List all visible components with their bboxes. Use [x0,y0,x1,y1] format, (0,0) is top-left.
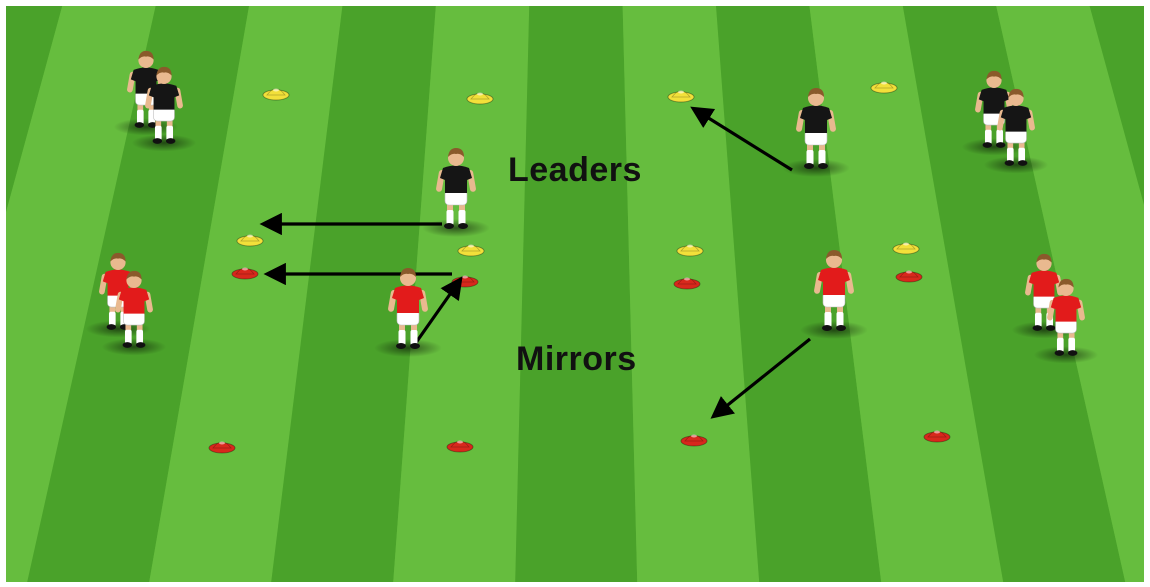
player-shadow [422,219,490,237]
red-cone-icon [895,270,923,283]
red-cone-icon [680,434,708,447]
cones [208,81,951,454]
player-shadow [782,159,850,177]
player-shadow [374,339,442,357]
grass-stripe [622,6,760,582]
leader-waiting-player [997,88,1035,166]
yellow-cone-icon [457,244,485,257]
grass-stripe [6,6,156,582]
player-shadow [1033,346,1099,364]
yellow-cone-icon [870,81,898,94]
red-cone-icon [923,430,951,443]
yellow-cone-icon [667,90,695,103]
arrow-icon [710,337,812,419]
player-shadow [983,156,1049,174]
players [99,50,1085,356]
grass-stripe [1089,6,1144,205]
red-cone-icon [231,267,259,280]
grass-stripe [515,6,638,582]
red-cone-icon [208,441,236,454]
leader-waiting-player [145,66,183,144]
red-cone-icon [673,277,701,290]
red-cone-icon [446,440,474,453]
grass-stripe [271,6,436,582]
yellow-cone-icon [262,88,290,101]
yellow-cone-icon [466,92,494,105]
training-pitch: Leaders Mirrors [6,6,1144,582]
mirror-player [814,250,854,331]
yellow-cone-icon [892,242,920,255]
grass-stripe [809,6,1004,582]
yellow-cone-icon [676,244,704,257]
leader-player [796,88,836,169]
mirror-waiting-player [115,270,153,348]
player-shadow [101,338,167,356]
mirrors-label: Mirrors [516,340,637,378]
pitch-drawing [6,6,1144,582]
arrow-icon [413,276,463,345]
yellow-cone-icon [236,234,264,247]
grass-stripe [902,6,1126,582]
leaders-label: Leaders [508,151,642,189]
mirror-waiting-player [1047,278,1085,356]
grass-stripe [149,6,343,582]
arrow-icon [690,106,793,172]
leader-player [436,148,476,229]
player-shadow [131,134,197,152]
mirror-player [388,268,428,349]
movement-arrows [259,106,812,419]
player-shadow [113,118,179,136]
player-shadow [800,321,868,339]
